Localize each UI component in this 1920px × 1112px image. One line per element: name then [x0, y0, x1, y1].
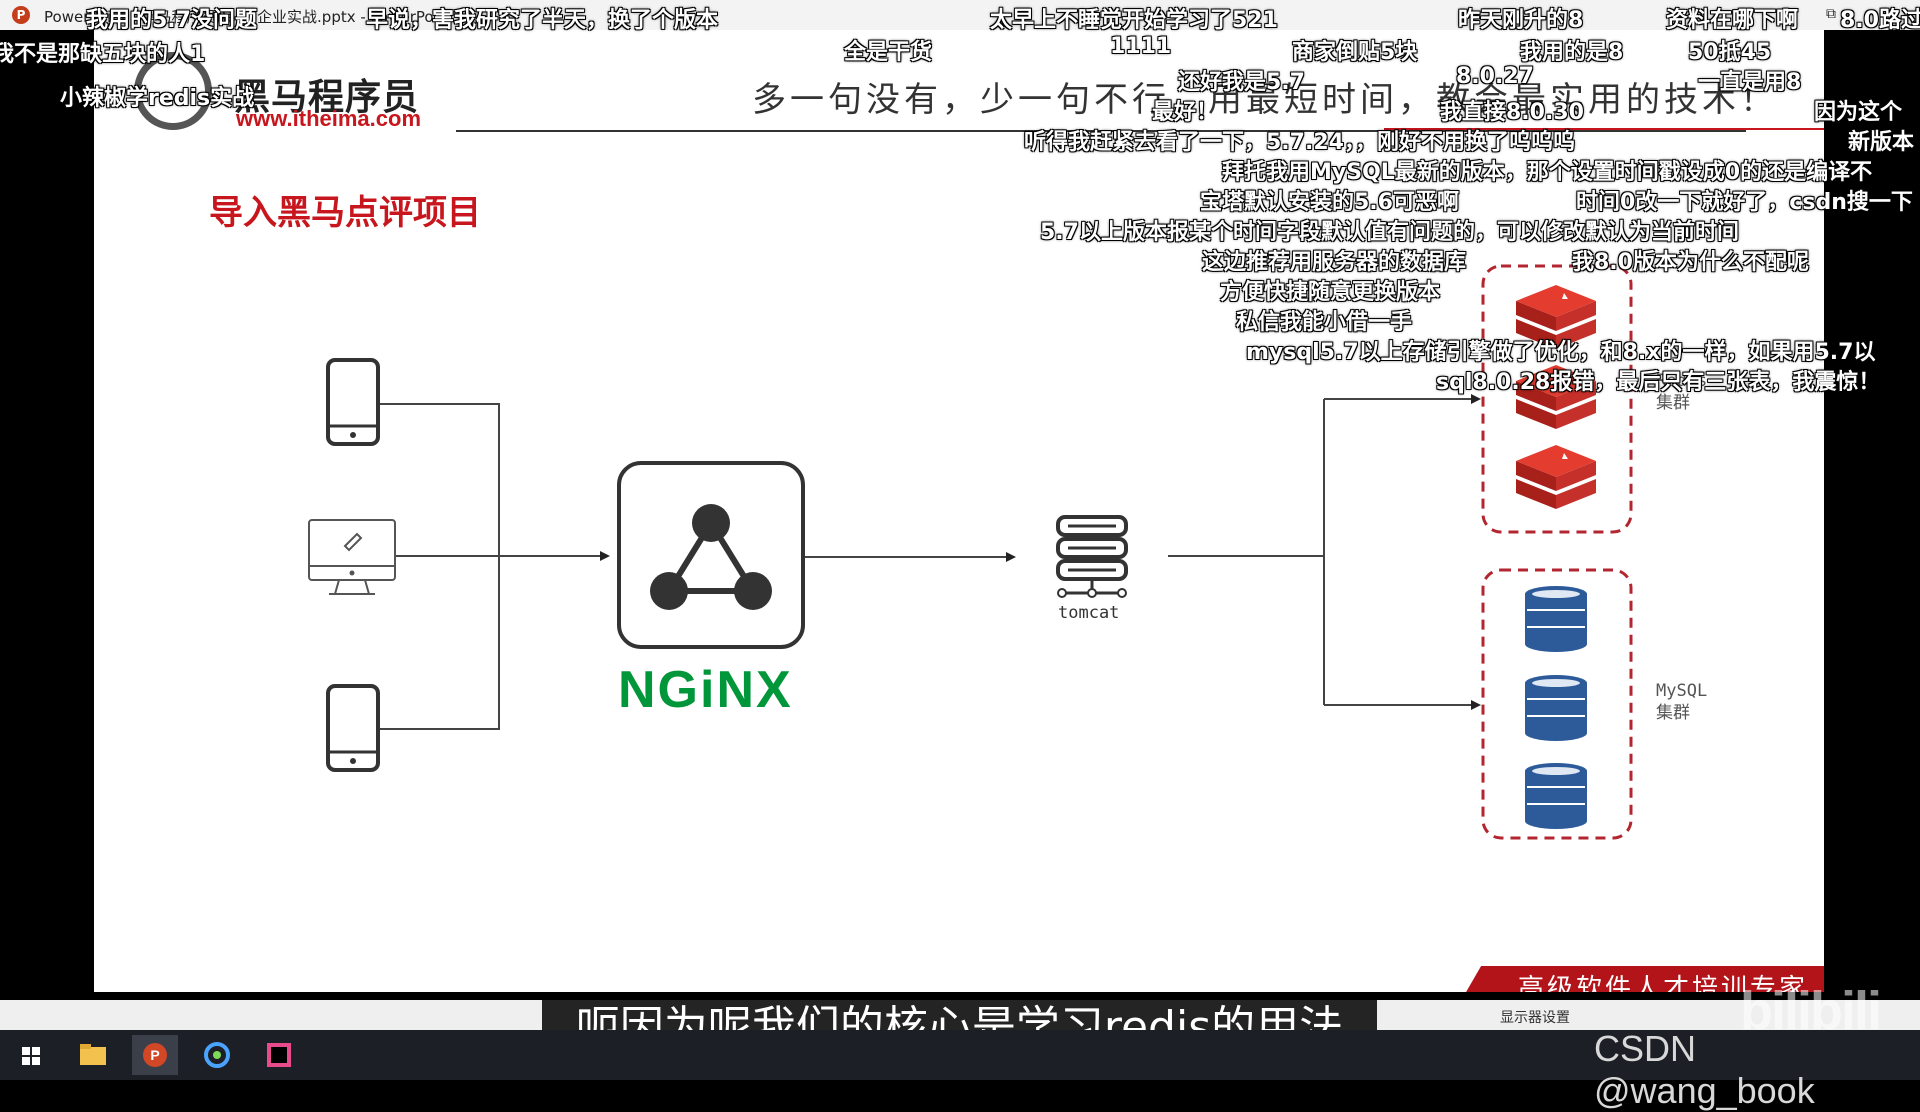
start-icon[interactable]: [8, 1035, 54, 1075]
mobile-phone-icon: [326, 358, 380, 446]
mobile-phone-icon: [326, 684, 380, 772]
header-divider-accent: [1384, 128, 1824, 130]
windows-taskbar: P: [0, 1030, 1920, 1080]
danmaku-comment: 方便快捷随意更换版本: [1220, 280, 1441, 305]
csdn-watermark: CSDN @wang_book: [1594, 1028, 1815, 1111]
redis-cluster-boundary: [1481, 264, 1633, 534]
danmaku-comment: 太早上不睡觉开始学习了521: [990, 8, 1278, 33]
danmaku-comment: 昨天刚升的8: [1458, 8, 1584, 33]
danmaku-comment: 一直是用8: [1698, 70, 1802, 95]
mysql-cluster-label-2: 集群: [1656, 703, 1690, 723]
logo-icon: [134, 52, 212, 130]
danmaku-comment: 全是干货: [844, 40, 933, 65]
nginx-label: NGiNX: [618, 661, 793, 719]
redis-cluster-label-1: Redis: [1656, 371, 1708, 391]
display-settings-button[interactable]: 显示器设置: [1500, 1010, 1570, 1026]
file-explorer-icon[interactable]: [70, 1035, 116, 1075]
intellij-icon[interactable]: [256, 1035, 302, 1075]
danmaku-comment: 50抵45: [1688, 40, 1772, 65]
tomcat-server-icon: [1056, 515, 1128, 598]
svg-text:P: P: [150, 1047, 159, 1063]
redis-icon: [1516, 365, 1596, 429]
tomcat-label: tomcat: [1058, 603, 1120, 623]
bilibili-logo: bilibili: [1740, 981, 1882, 1041]
database-icon: [1525, 763, 1587, 829]
desktop-computer-icon: [308, 519, 396, 595]
danmaku-comment: 听得我赶紧去看了一下，5.7.24，，刚好不用换了呜呜呜: [1024, 130, 1575, 155]
redis-cluster-label-2: 集群: [1656, 393, 1690, 413]
danmaku-comment: 我不是那缺五块的人1: [0, 42, 206, 67]
danmaku-comment: 小辣椒学redis实战: [60, 86, 255, 111]
danmaku-comment: 我用的5.7没问题: [86, 8, 257, 33]
danmaku-comment: 我用的是8: [1520, 40, 1624, 65]
restore-window-icon[interactable]: ⧉: [1826, 6, 1836, 22]
danmaku-comment: mysql5.7以上存储引擎做了优化，和8.x的一样，如果用5.7以: [1246, 340, 1876, 365]
danmaku-comment: 拜托我用MySQL最新的版本，那个设置时间戳设成0的还是编译不: [1222, 160, 1873, 185]
danmaku-comment: 8.0路过: [1840, 8, 1920, 33]
danmaku-comment: 资料在哪下啊: [1666, 8, 1799, 33]
client-connector-lines: [378, 398, 1475, 730]
danmaku-comment: 最好！: [1152, 100, 1219, 125]
presentation-slide: 黑马程序员 www.itheima.com 多一句没有，少一句不行，用最短时间，…: [94, 30, 1824, 992]
danmaku-comment: 还好我是5.7: [1178, 70, 1305, 95]
database-icon: [1525, 586, 1587, 652]
danmaku-comment: 新版本: [1848, 130, 1915, 155]
logo-url: www.itheima.com: [236, 106, 422, 131]
danmaku-comment: 8.0.27: [1456, 64, 1534, 89]
danmaku-comment: 我直接8.0.30: [1440, 100, 1584, 125]
danmaku-comment: 商家倒贴5块: [1292, 40, 1418, 65]
footer-banner-text: 高级软件人才培训专家: [1518, 974, 1809, 992]
database-icon: [1525, 675, 1587, 741]
redis-icon: [1516, 445, 1596, 509]
danmaku-comment: 我8.0版本为什么不配呢: [1572, 250, 1809, 275]
mysql-cluster-label-1: MySQL: [1656, 681, 1708, 701]
logo-name: 黑马程序员: [234, 77, 420, 118]
browser-icon[interactable]: [194, 1035, 240, 1075]
danmaku-comment: 时间0改一下就好了，csdn搜一下: [1576, 190, 1913, 215]
slide-title: 导入黑马点评项目: [209, 193, 481, 233]
powerpoint-icon[interactable]: P: [132, 1035, 178, 1075]
header-divider: [456, 130, 1746, 132]
danmaku-comment: 1111: [1110, 34, 1172, 59]
danmaku-comment: 这边推荐用服务器的数据库: [1202, 250, 1467, 275]
danmaku-comment: sql8.0.28报错，最后只有三张表，我震惊！: [1436, 370, 1881, 395]
nginx-icon: [617, 461, 805, 649]
danmaku-comment: 5.7以上版本报某个时间字段默认值有问题的，可以修改默认为当前时间: [1040, 220, 1739, 245]
window-titlebar: P PowerPoint - 黑马程序员Redis企业实战.pptx - Pow…: [0, 0, 1920, 30]
window-title: PowerPoint - 黑马程序员Redis企业实战.pptx - Power…: [44, 8, 454, 26]
mysql-cluster-boundary: [1481, 568, 1633, 840]
architecture-diagram: [308, 264, 1633, 840]
danmaku-comment: 私信我能小借一手: [1236, 310, 1413, 335]
danmaku-comment: 早说，害我研究了半天，换了个版本: [366, 8, 719, 33]
danmaku-comment: 宝塔默认安装的5.6可恶啊: [1200, 190, 1459, 215]
redis-icon: [1516, 285, 1596, 349]
danmaku-comment: 因为这个: [1814, 100, 1903, 125]
slide-slogan: 多一句没有，少一句不行，用最短时间，教会最实用的技术！: [752, 80, 1778, 120]
arrowheads: [600, 394, 1481, 710]
powerpoint-app-icon: P: [12, 6, 30, 24]
